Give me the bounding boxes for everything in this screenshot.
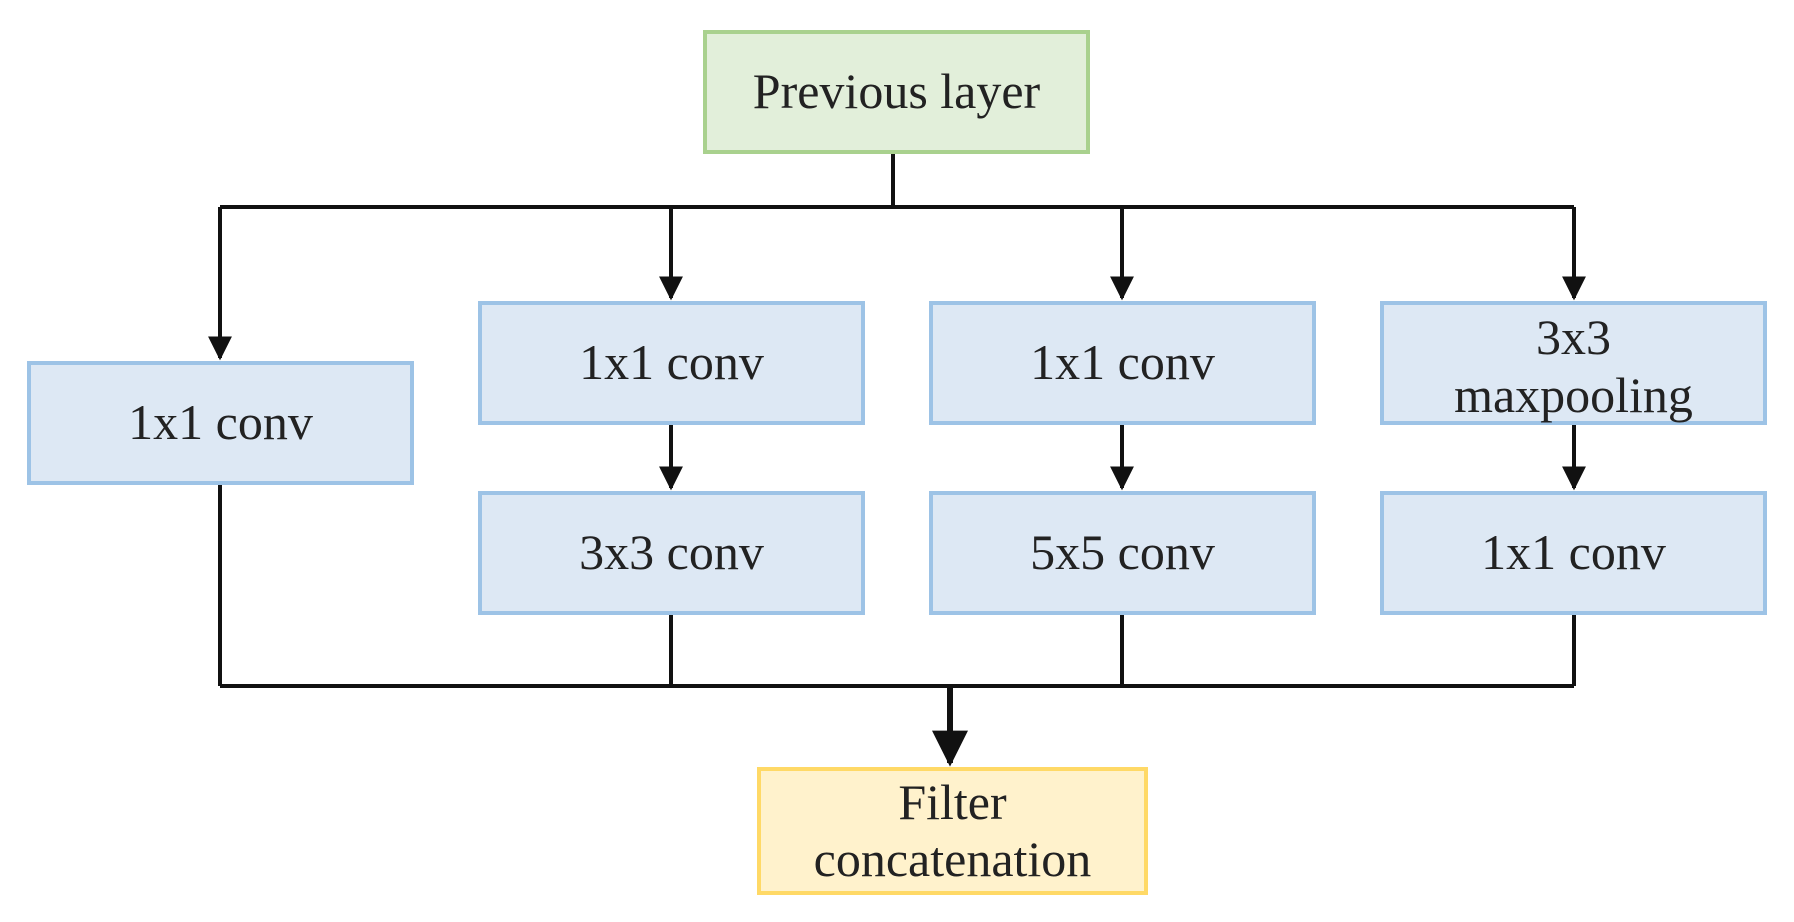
previous-layer-label: Previous layer	[752, 63, 1041, 120]
connector-lines	[208, 152, 1586, 767]
output-label-line-1: Filter	[898, 773, 1007, 830]
branch-4-maxpooling-box: 3x3 maxpooling	[1380, 301, 1767, 425]
branch-4-conv-1x1-box: 1x1 conv	[1380, 491, 1767, 615]
layer-label: 5x5 conv	[1030, 524, 1215, 581]
output-label-line-2: concatenation	[813, 831, 1092, 887]
branch-3-conv-5x5-box: 5x5 conv	[929, 491, 1316, 615]
branch-3-conv-1x1-box: 1x1 conv	[929, 301, 1316, 425]
layer-label: 1x1 conv	[1030, 334, 1215, 391]
layer-label: 1x1 conv	[1481, 524, 1666, 581]
layer-label: 1x1 conv	[579, 334, 764, 391]
layer-label-line-2: maxpooling	[1454, 366, 1693, 423]
branch-1-conv-1x1-box: 1x1 conv	[27, 361, 414, 485]
previous-layer-box: Previous layer	[703, 30, 1090, 154]
layer-label: 3x3 conv	[579, 524, 764, 581]
branch-2-conv-1x1-box: 1x1 conv	[478, 301, 865, 425]
layer-label: 1x1 conv	[128, 394, 313, 451]
branch-2-conv-3x3-box: 3x3 conv	[478, 491, 865, 615]
filter-concatenation-box: Filter concatenation	[757, 767, 1148, 895]
layer-label-line-1: 3x3	[1536, 309, 1611, 365]
